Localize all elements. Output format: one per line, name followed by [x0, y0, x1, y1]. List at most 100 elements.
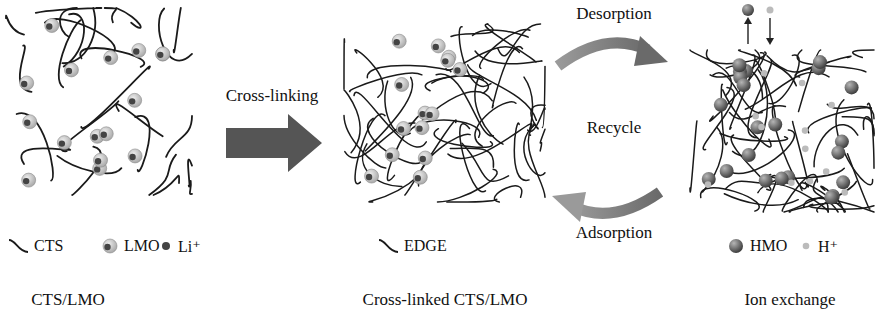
legend-item: CTS [6, 236, 63, 256]
li-ion [416, 125, 422, 131]
legend-symbol [790, 236, 814, 256]
lmo-particle [365, 169, 379, 183]
polymer-chain [36, 8, 102, 13]
hmo-particle [775, 172, 789, 186]
h-ion [823, 168, 830, 175]
uptake-arrow [769, 18, 770, 40]
polymer-chain [724, 194, 798, 206]
polymer-chain [540, 129, 545, 151]
lmo-particle [132, 43, 146, 57]
polymer-chain [62, 8, 95, 63]
hmo-particle [737, 78, 751, 92]
hmo-particle [813, 55, 827, 69]
legend-item: LMO [96, 236, 160, 256]
hmo-particle [845, 80, 859, 94]
li-ion [454, 67, 460, 73]
legend-symbol [376, 236, 400, 256]
polymer-chain [116, 104, 163, 136]
li-ion [92, 134, 98, 140]
polymer-chain [514, 123, 529, 180]
h-ion [767, 7, 774, 14]
hmo-particle [768, 118, 782, 132]
polymer-chain [438, 169, 498, 202]
li-ion [21, 81, 27, 87]
li-ion [24, 120, 30, 126]
legend-symbol [6, 236, 30, 256]
lmo-particle [64, 63, 78, 77]
lmo-particle [392, 34, 406, 48]
chain-symbol [379, 240, 398, 252]
li-ion [133, 48, 139, 54]
polymer-chain [190, 181, 192, 194]
polymer-chain [462, 143, 509, 181]
hmo-particle [831, 146, 845, 160]
legend-text: CTS [34, 237, 63, 255]
legend-text: EDGE [404, 237, 447, 255]
lmo-particle [418, 151, 432, 165]
hmo-particle [720, 164, 734, 178]
polymer-chain [528, 123, 545, 197]
li-ion [66, 68, 72, 74]
lmo-particle [45, 19, 59, 33]
li-ion [419, 111, 425, 117]
hmo-particle [742, 148, 756, 162]
li-ion [129, 98, 135, 104]
arrow-label: Cross-linking [226, 86, 319, 106]
hmo-particle [759, 174, 773, 188]
lmo-particle [128, 93, 142, 107]
legend-symbol [150, 236, 174, 256]
polymer-chain [365, 77, 412, 151]
polymer-chain [690, 50, 731, 95]
panel-caption: CTS/LMO [31, 290, 105, 310]
lmo-particle [128, 149, 142, 163]
lmo-particle [57, 136, 71, 150]
li-ion [415, 175, 421, 181]
lmo-particle [23, 115, 37, 129]
lmo-particle [441, 53, 455, 67]
h-ion [705, 181, 712, 188]
polymer-chain [475, 102, 516, 146]
legend-item: HMO [722, 236, 787, 256]
arrow-label: Desorption [576, 4, 652, 24]
lmo-particle [22, 173, 36, 187]
li-ion [366, 174, 372, 180]
lmo-particle [156, 47, 170, 61]
lmo-particle [385, 148, 399, 162]
polymer-chain [432, 76, 489, 93]
legend-text: H⁺ [818, 237, 838, 256]
lmo-particle [99, 127, 113, 141]
polymer-chain [45, 19, 115, 53]
h-ion [752, 113, 759, 120]
polymer-chain [154, 176, 180, 195]
lmo-particle [94, 153, 108, 167]
release-arrowhead [744, 17, 752, 24]
lmo-particle [156, 47, 170, 61]
li-ion [393, 39, 399, 45]
hmo-particle [742, 4, 754, 16]
lmo-particle [104, 51, 118, 65]
polymer-chain [485, 24, 536, 62]
polymer-chain [710, 53, 764, 122]
polymer-chain [451, 24, 493, 37]
li-ion [46, 23, 52, 29]
h-ion [799, 80, 806, 87]
desorption-arrow [558, 43, 648, 66]
polymer-chain [405, 120, 456, 195]
legend-symbol [96, 236, 120, 256]
legend-text: Li⁺ [178, 237, 201, 256]
li-ion [105, 55, 111, 61]
hmo-particle [732, 58, 746, 72]
hmo-particle [836, 175, 850, 189]
polymer-chain [57, 156, 121, 173]
li-ion [101, 132, 107, 138]
polymer-chain [468, 65, 537, 120]
h-ion [802, 146, 809, 153]
hmo-particle [750, 120, 764, 134]
h-ion [807, 178, 814, 185]
legend-item: Li⁺ [150, 236, 201, 256]
adsorption-arrowhead [552, 192, 586, 222]
panel-caption: Cross-linked CTS/LMO [363, 290, 528, 310]
polymer-chain [80, 48, 144, 67]
